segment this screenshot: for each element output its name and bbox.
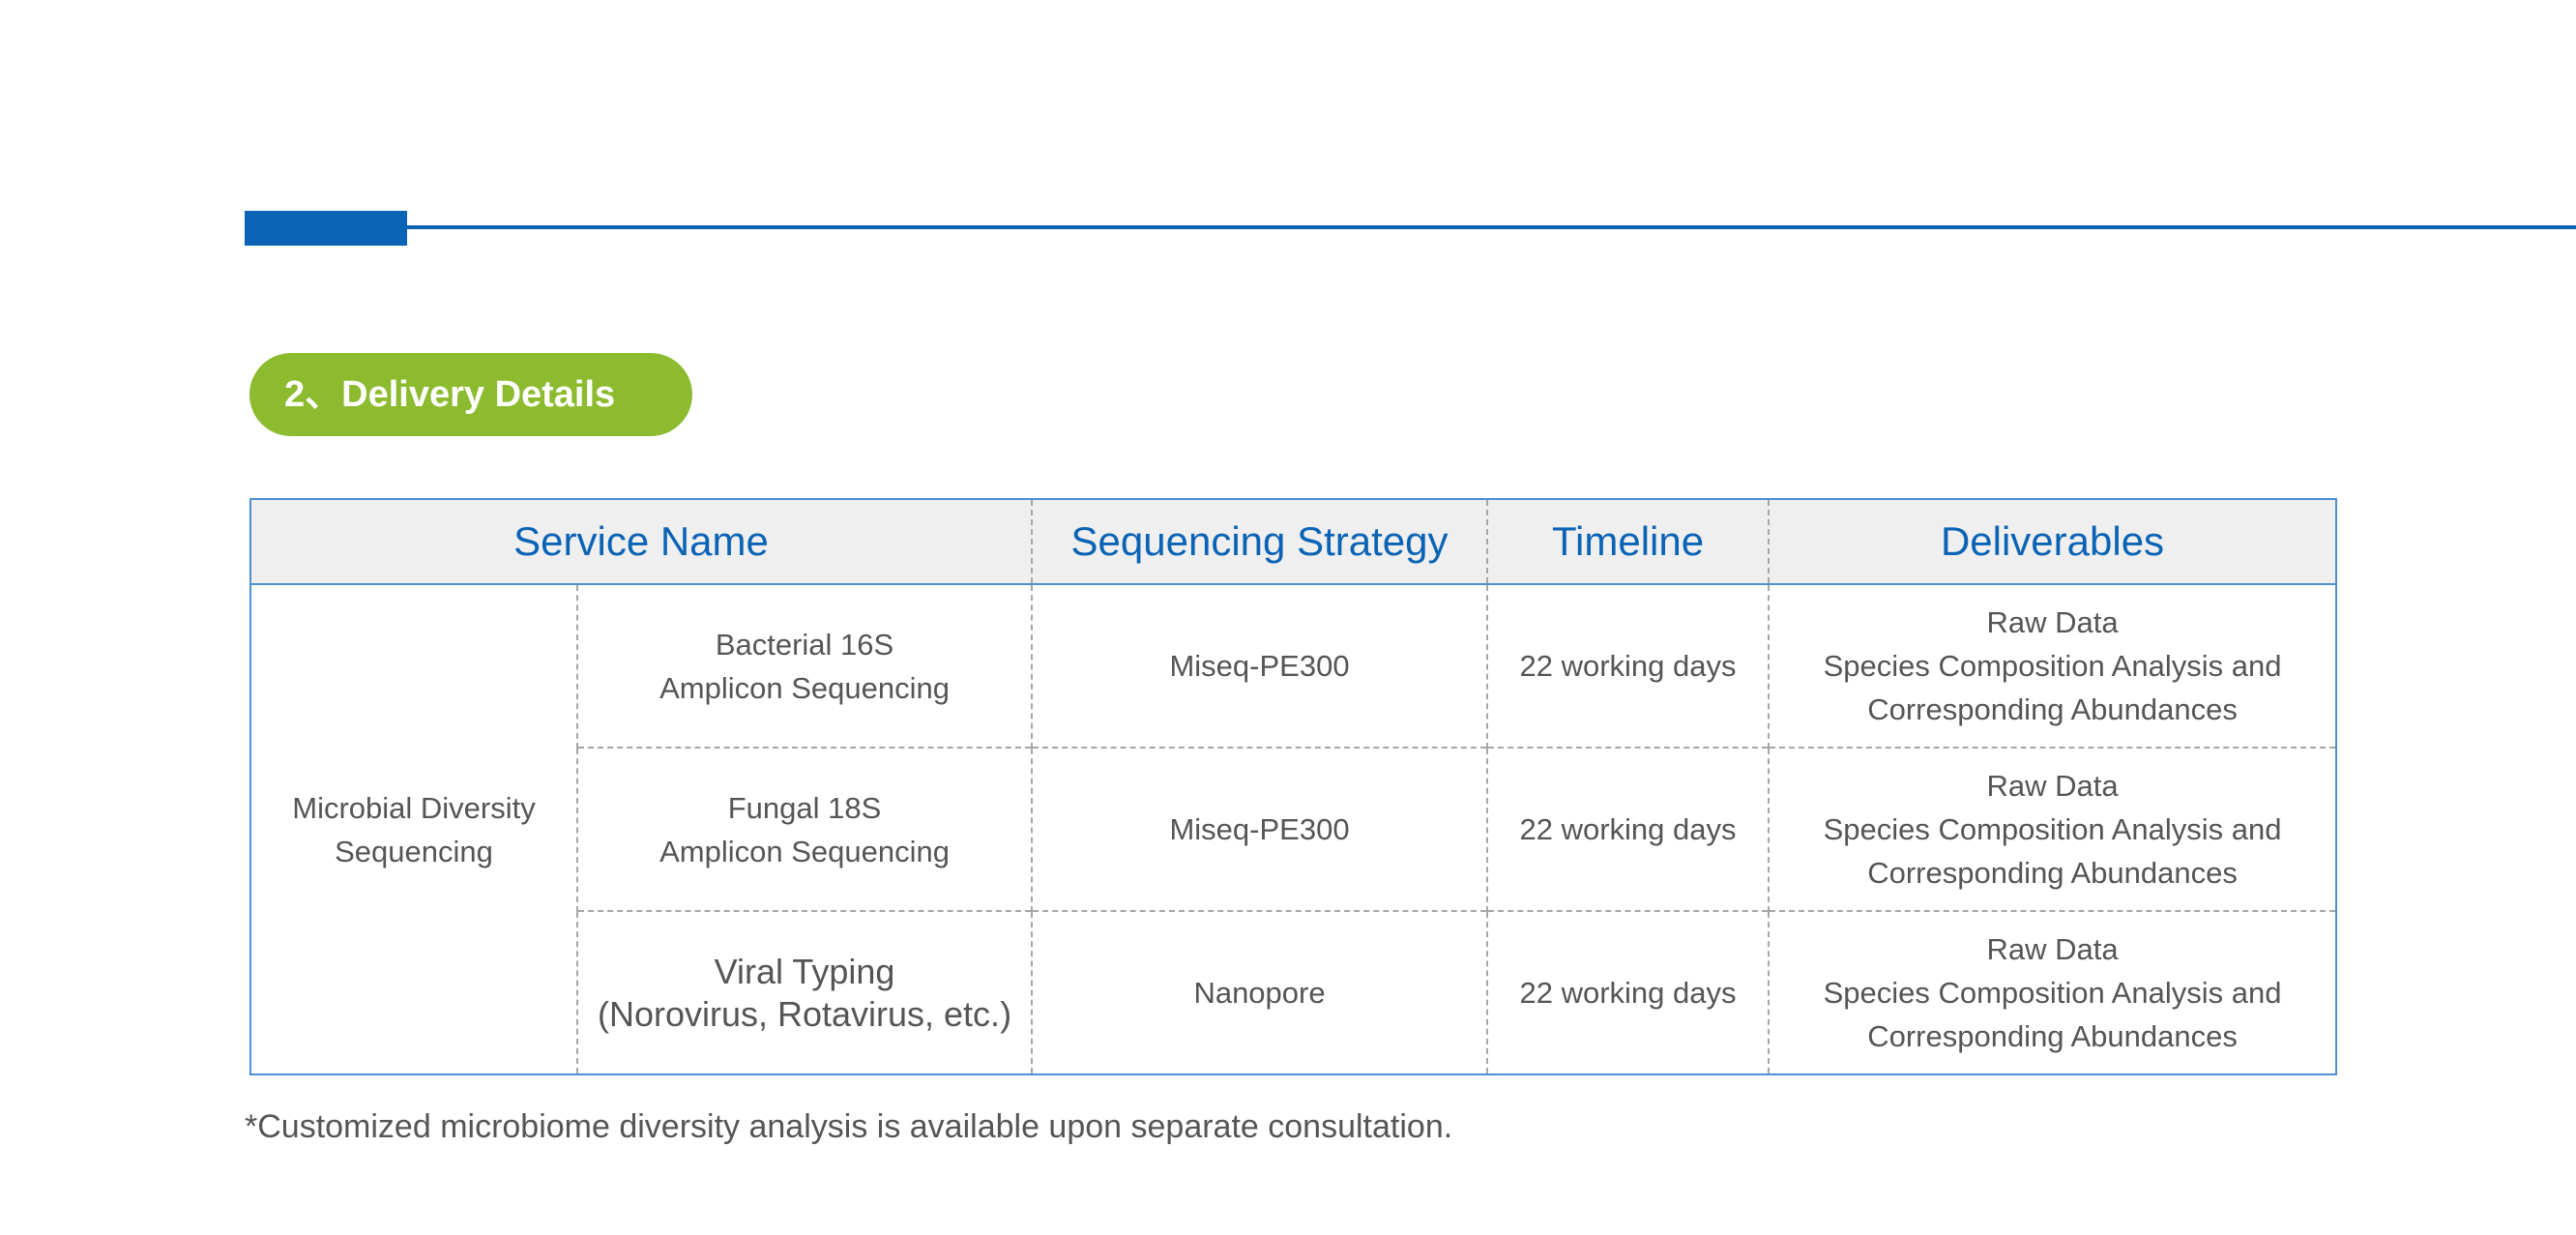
category-line: Sequencing [335, 834, 493, 868]
category-cell: Microbial Diversity Sequencing [250, 584, 577, 1074]
service-line: Bacterial 16S [715, 627, 894, 662]
deliverables-cell: Raw Data Species Composition Analysis an… [1768, 747, 2337, 911]
section-title: 2、Delivery Details [284, 374, 616, 415]
service-line: Amplicon Sequencing [659, 670, 950, 705]
section-title-pill: 2、Delivery Details [249, 353, 692, 436]
deliverable-line: Corresponding Abundances [1867, 1019, 2238, 1053]
deliverable-line: Species Composition Analysis and [1823, 812, 2282, 846]
service-line: (Norovirus, Rotavirus, etc.) [597, 993, 1012, 1034]
table-row: Viral Typing (Norovirus, Rotavirus, etc.… [250, 910, 2337, 1074]
deliverables-cell: Raw Data Species Composition Analysis an… [1768, 584, 2337, 748]
deliverable-line: Raw Data [1986, 769, 2119, 803]
deliverable-line: Raw Data [1986, 605, 2119, 639]
timeline-cell: 22 working days [1486, 747, 1770, 911]
strategy-cell: Miseq-PE300 [1031, 584, 1488, 748]
header-sequencing-strategy: Sequencing Strategy [1031, 499, 1488, 585]
deliverable-line: Species Composition Analysis and [1823, 649, 2282, 683]
header-accent-block [245, 211, 407, 246]
header-rule [407, 225, 2576, 229]
deliverable-line: Corresponding Abundances [1867, 692, 2238, 726]
deliverables-cell: Raw Data Species Composition Analysis an… [1768, 910, 2337, 1074]
table-header-row: Service Name Sequencing Strategy Timelin… [250, 499, 2337, 585]
deliverable-line: Species Composition Analysis and [1823, 976, 2282, 1010]
category-line: Microbial Diversity [292, 790, 536, 825]
header-service-name: Service Name [250, 499, 1033, 585]
timeline-cell: 22 working days [1486, 910, 1770, 1074]
service-cell: Viral Typing (Norovirus, Rotavirus, etc.… [575, 910, 1033, 1074]
timeline-cell: 22 working days [1486, 584, 1770, 748]
service-line: Amplicon Sequencing [659, 834, 950, 868]
service-cell: Bacterial 16S Amplicon Sequencing [575, 584, 1033, 748]
strategy-cell: Miseq-PE300 [1031, 747, 1488, 911]
footnote: *Customized microbiome diversity analysi… [245, 1108, 1453, 1145]
service-cell: Fungal 18S Amplicon Sequencing [575, 747, 1033, 911]
delivery-details-table: Service Name Sequencing Strategy Timelin… [249, 498, 2338, 1075]
deliverable-line: Raw Data [1986, 932, 2119, 966]
strategy-cell: Nanopore [1031, 910, 1488, 1074]
service-line: Viral Typing [714, 951, 895, 991]
service-line: Fungal 18S [727, 790, 882, 825]
table-row: Fungal 18S Amplicon Sequencing Miseq-PE3… [250, 747, 2337, 911]
header-deliverables: Deliverables [1768, 499, 2337, 585]
table-row: Microbial Diversity Sequencing Bacterial… [250, 584, 2337, 868]
deliverable-line: Corresponding Abundances [1867, 856, 2238, 890]
header-timeline: Timeline [1486, 499, 1770, 585]
